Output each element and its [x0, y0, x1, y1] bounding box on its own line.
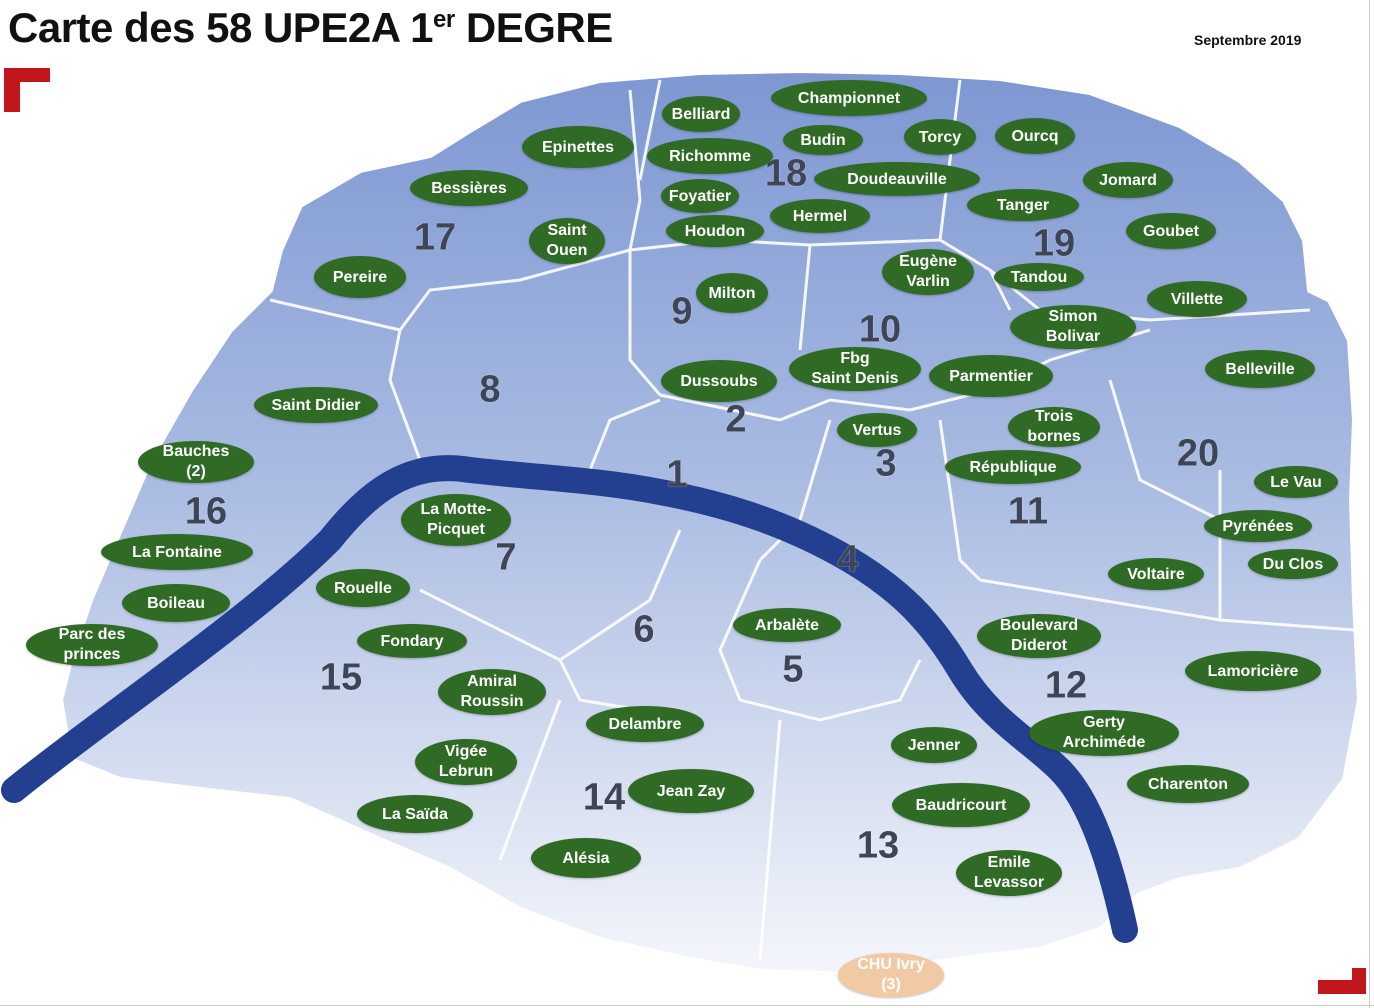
school-marker-foyatier: Foyatier [661, 179, 739, 213]
arrondissement-10-label: 10 [858, 308, 902, 351]
school-marker-pereire: Pereire [314, 256, 406, 298]
school-marker-alésia: Alésia [531, 838, 641, 878]
arrondissement-20-label: 20 [1176, 432, 1220, 475]
school-marker-tandou: Tandou [994, 263, 1084, 291]
arrondissement-16-label: 16 [184, 490, 228, 533]
page-title: Carte des 58 UPE2A 1er DEGRE [8, 4, 613, 51]
arrondissement-6-label: 6 [633, 608, 655, 651]
school-marker-epinettes: Epinettes [522, 126, 634, 168]
school-marker-championnet: Championnet [771, 80, 927, 116]
school-marker-saint-didier: Saint Didier [254, 387, 378, 423]
school-marker-doudeauville: Doudeauville [814, 162, 980, 196]
school-marker-houdon: Houdon [666, 215, 764, 247]
school-marker-bauches-2: Bauches(2) [138, 441, 254, 483]
school-marker-belleville: Belleville [1205, 350, 1315, 388]
corner-mark-bottom-right [1318, 968, 1366, 994]
school-marker-hermel: Hermel [770, 199, 870, 233]
school-marker-voltaire: Voltaire [1108, 558, 1204, 590]
arrondissement-8-label: 8 [479, 368, 501, 411]
school-marker-tanger: Tanger [967, 189, 1079, 221]
school-marker-du-clos: Du Clos [1248, 549, 1338, 579]
school-marker-parmentier: Parmentier [929, 355, 1053, 397]
school-marker-villette: Villette [1147, 281, 1247, 317]
school-marker-la-motte-picquet: La Motte-Picquet [401, 494, 511, 546]
school-marker-arbalète: Arbalète [733, 608, 841, 642]
right-border [1369, 0, 1370, 1008]
arrondissement-4-label: 4 [837, 538, 859, 581]
school-marker-la-saïda: La Saïda [357, 795, 473, 833]
school-marker-dussoubs: Dussoubs [661, 360, 777, 402]
school-marker-belliard: Belliard [662, 96, 740, 132]
chu-ivry-marker: CHU Ivry(3) [838, 953, 944, 997]
school-marker-boileau: Boileau [122, 584, 230, 622]
arrondissement-3-label: 3 [875, 442, 897, 485]
arrondissement-13-label: 13 [856, 824, 900, 867]
school-marker-goubet: Goubet [1126, 213, 1216, 249]
arrondissement-11-label: 11 [1007, 490, 1049, 533]
arrondissement-7-label: 7 [495, 536, 517, 579]
school-marker-jenner: Jenner [891, 727, 977, 763]
school-marker-lamoricière: Lamoricière [1185, 651, 1321, 691]
school-marker-le-vau: Le Vau [1254, 466, 1338, 498]
corner-mark-top-left [4, 68, 50, 112]
school-marker-rouelle: Rouelle [316, 569, 410, 607]
school-marker-budin: Budin [783, 125, 863, 155]
school-marker-delambre: Delambre [586, 706, 704, 742]
bottom-border [0, 1005, 1374, 1006]
school-marker-république: République [945, 450, 1081, 484]
arrondissement-12-label: 12 [1044, 664, 1088, 707]
arrondissement-9-label: 9 [671, 290, 693, 333]
arrondissement-15-label: 15 [319, 656, 363, 699]
school-marker-bessières: Bessières [410, 170, 528, 206]
school-marker-fondary: Fondary [357, 624, 467, 658]
school-marker-jean-zay: Jean Zay [628, 769, 754, 813]
arrondissement-14-label: 14 [582, 776, 626, 819]
school-marker-pyrénées: Pyrénées [1204, 510, 1312, 542]
school-marker-baudricourt: Baudricourt [892, 783, 1030, 827]
school-marker-richomme: Richomme [647, 138, 773, 174]
school-marker-milton: Milton [696, 273, 768, 313]
school-marker-la-fontaine: La Fontaine [101, 534, 253, 570]
school-marker-ourcq: Ourcq [995, 118, 1075, 154]
school-marker-vertus: Vertus [837, 413, 917, 447]
date-label: Septembre 2019 [1194, 32, 1302, 48]
arrondissement-18-label: 18 [764, 152, 808, 195]
seine-river [1, 455, 1138, 943]
arrondissement-17-label: 17 [413, 216, 457, 259]
arrondissement-1-label: 1 [666, 453, 688, 496]
arrondissement-2-label: 2 [725, 398, 747, 441]
school-marker-charenton: Charenton [1127, 765, 1249, 803]
arrondissement-5-label: 5 [782, 648, 804, 691]
school-marker-jomard: Jomard [1083, 162, 1173, 198]
arrondissement-19-label: 19 [1032, 222, 1076, 265]
school-marker-torcy: Torcy [904, 119, 976, 155]
